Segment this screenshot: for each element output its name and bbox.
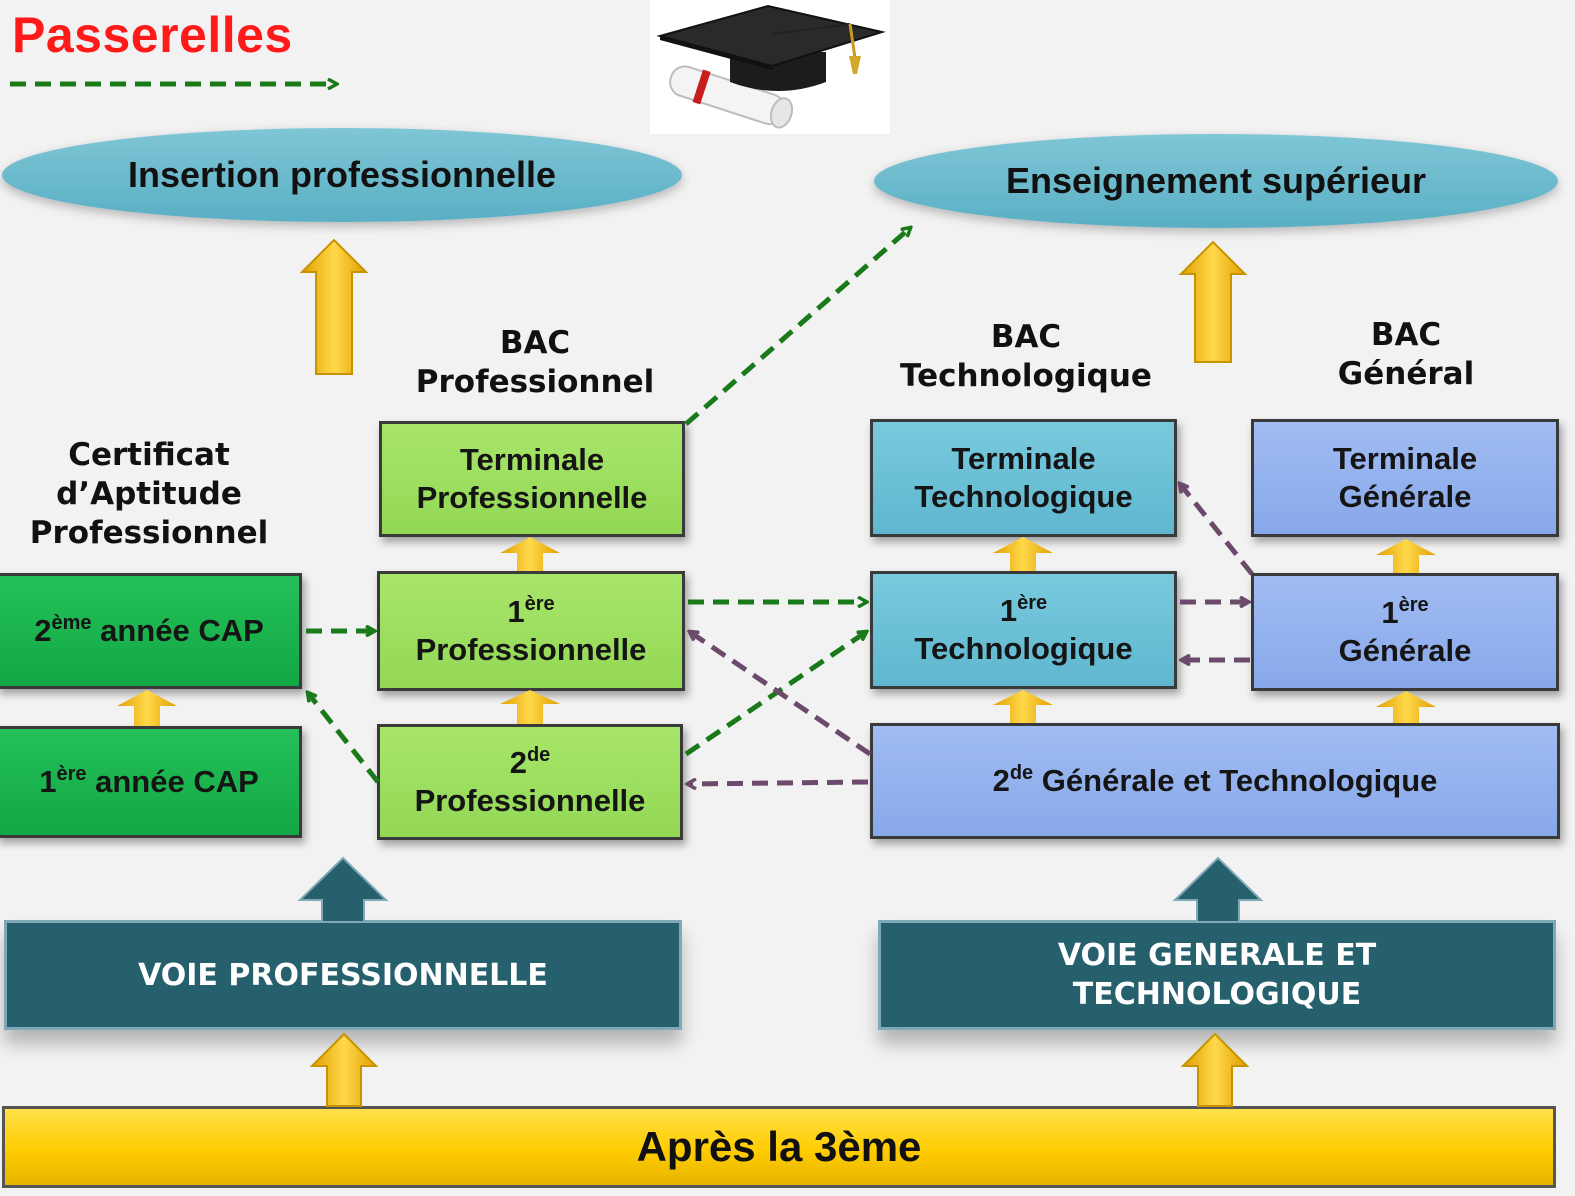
heading-bac-general-line-2: Général [1337,356,1475,392]
arrow-voie-pro-up [297,856,389,923]
box-cap-1-sup: ère [56,763,87,785]
box-premiere-generale: 1ère Générale [1251,573,1559,691]
passerelle-2gt-1pro [690,632,872,757]
box-premiere-generale-sup: ère [1398,594,1429,616]
box-cap-2-label: 2ème année CAP [34,612,264,650]
box-cap-1-label: 1ère année CAP [39,763,259,801]
box-terminale-pro-line-1: Terminale [459,442,605,477]
box-terminale-techno: Terminale Technologique [870,419,1177,537]
arrow-to-insertion [299,238,369,375]
box-cap-1-text: année CAP [86,764,259,799]
box-premiere-techno: 1ère Technologique [870,571,1177,689]
box-seconde-pro-line-2: Professionnelle [414,783,646,818]
box-terminale-pro-line-2: Professionnelle [416,480,648,515]
arrow-2gt-1gen [1376,691,1436,723]
box-premiere-generale-line-2: Générale [1338,633,1472,668]
voie-generale-technologique: VOIE GENERALE ET TECHNOLOGIQUE [878,920,1556,1030]
apres-la-3eme-bar: Après la 3ème [2,1106,1556,1188]
passerelle-2gt-2pro [688,782,869,784]
voie-gt-line-1: VOIE GENERALE ET [1057,938,1377,973]
voie-gt-line-2: TECHNOLOGIQUE [1072,977,1362,1012]
passerelle-tpro-superieur [684,228,910,426]
box-seconde-gt-sup: de [1009,762,1034,784]
box-premiere-techno-line-2: Technologique [914,631,1133,666]
heading-bac-pro-line-1: BAC [499,325,571,361]
heading-bac-techno: BAC Technologique [876,318,1176,396]
heading-cap-line-3: Professionnel [29,515,269,551]
heading-bac-general: BAC Général [1256,316,1556,394]
box-cap-2-text: année CAP [91,613,264,648]
arrow-1gen-tgen [1376,539,1436,573]
box-seconde-pro-sup: de [526,744,551,766]
heading-bac-pro: BAC Professionnel [385,324,685,402]
superieur-label: Enseignement supérieur [1005,160,1427,201]
box-premiere-generale-line-1: 1ère [1381,594,1428,632]
legend-title: Passerelles [12,7,293,63]
heading-bac-techno-line-2: Technologique [900,358,1152,394]
box-cap-1-num: 1 [39,764,57,799]
box-premiere-pro-num: 1 [507,594,525,629]
box-premiere-generale-num: 1 [1381,595,1399,630]
arrow-2gt-1techno [993,690,1053,723]
box-seconde-pro-num: 2 [509,745,527,780]
heading-cap-line-2: d’Aptitude [56,476,242,512]
box-premiere-pro-line-1: 1ère [507,593,554,631]
enseignement-superieur-oval: Enseignement supérieur [874,134,1558,228]
box-terminale-generale-line-2: Générale [1338,479,1472,514]
heading-bac-techno-line-1: BAC [990,319,1062,355]
apres-label: Après la 3ème [636,1123,922,1170]
box-premiere-pro-sup: ère [524,593,555,615]
insertion-professionnelle-oval: Insertion professionnelle [2,128,682,222]
heading-cap-line-1: Certificat [68,437,230,473]
arrow-2pro-1pro [500,690,560,724]
arrow-cap1-cap2 [117,690,177,726]
passerelle-1gen-ttechno [1180,484,1254,576]
box-cap-2: 2ème année CAP [0,573,302,689]
arrow-base-to-voie-gt [1180,1032,1250,1107]
box-seconde-gt: 2de Générale et Technologique [870,723,1560,839]
box-terminale-generale: Terminale Générale [1251,419,1559,537]
arrow-base-to-voie-pro [309,1032,379,1107]
box-terminale-techno-line-1: Terminale [951,441,1096,476]
box-cap-2-num: 2 [34,613,52,648]
heading-bac-pro-line-2: Professionnel [415,364,655,400]
box-seconde-gt-text: Générale et Technologique [1033,763,1438,798]
box-premiere-techno-line-1: 1ère [1000,592,1047,630]
arrow-1techno-ttechno [993,537,1053,571]
voie-pro-label: VOIE PROFESSIONNELLE [138,957,548,993]
heading-bac-general-line-1: BAC [1370,317,1442,353]
box-cap-2-sup: ème [51,612,92,634]
voie-professionnelle: VOIE PROFESSIONNELLE [4,920,682,1030]
box-premiere-pro-line-2: Professionnelle [415,632,647,667]
passerelle-2pro-cap2 [308,693,380,784]
insertion-label: Insertion professionnelle [127,154,557,195]
box-terminale-techno-line-2: Technologique [914,479,1133,514]
box-seconde-gt-num: 2 [992,763,1010,798]
heading-cap: Certificat d’Aptitude Professionnel [10,436,288,553]
box-seconde-pro: 2de Professionnelle [377,724,683,840]
arrow-voie-gt-up [1172,856,1264,923]
box-premiere-techno-sup: ère [1017,592,1048,614]
box-terminale-pro: Terminale Professionnelle [379,421,685,537]
box-premiere-pro: 1ère Professionnelle [377,571,685,691]
graduation-cap-icon [650,0,890,134]
diploma-scroll [669,65,794,129]
box-premiere-techno-num: 1 [999,593,1018,628]
arrow-1pro-tpro [500,537,560,571]
box-terminale-generale-line-1: Terminale [1332,441,1478,476]
box-seconde-pro-line-1: 2de [510,744,551,782]
arrow-to-superieur [1178,240,1248,363]
box-seconde-gt-label: 2de Générale et Technologique [993,762,1438,800]
box-cap-1: 1ère année CAP [0,726,302,838]
